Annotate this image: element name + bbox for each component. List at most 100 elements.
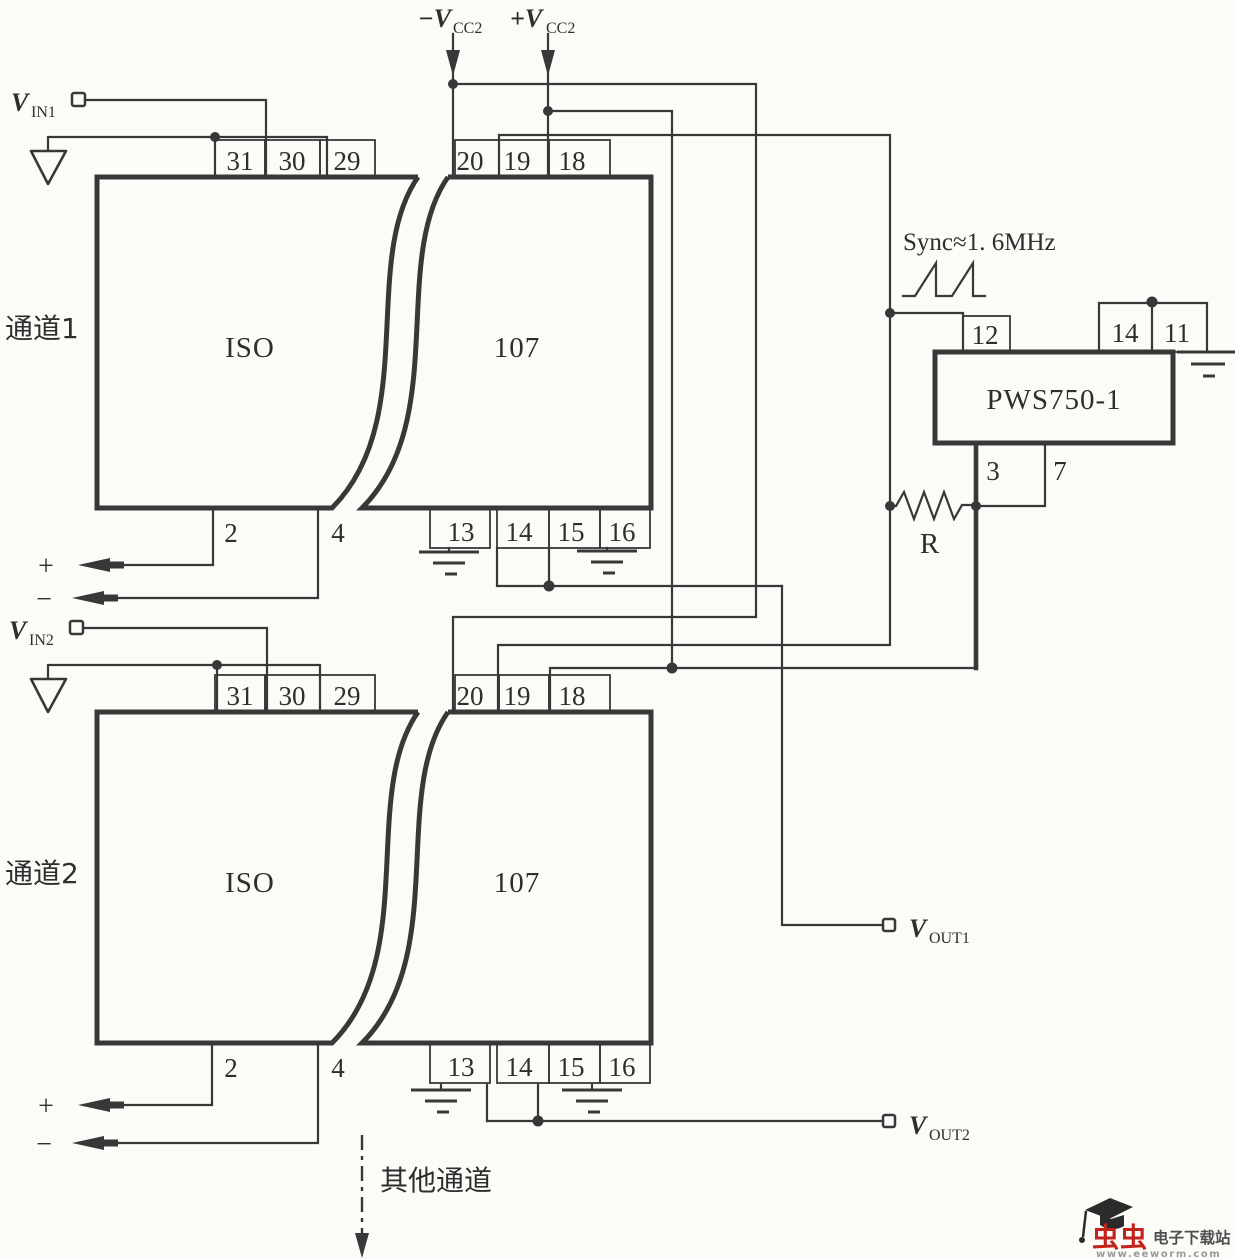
- iso-section-channel2: [94, 709, 421, 1046]
- pin-16: 16: [609, 517, 636, 547]
- wire-plus-1: [104, 506, 215, 567]
- other-channels-label: 其他通道: [380, 1164, 492, 1197]
- arrow-minus-2: [72, 1136, 104, 1150]
- pin-cells: [214, 139, 1208, 1084]
- pin-11: 11: [1164, 318, 1190, 348]
- ground-symbols: [411, 350, 1235, 1114]
- pws750-block: [932, 349, 1176, 446]
- wires: [46, 32, 1209, 1145]
- wire-vcc-pos-route: [546, 109, 674, 670]
- resistor-label: R: [920, 528, 940, 560]
- watermark-brand: 虫虫: [1092, 1223, 1148, 1254]
- 107-label-1: 107: [494, 332, 541, 364]
- ground-triangle-vin2: [29, 677, 68, 714]
- pin-29: 29: [334, 681, 361, 711]
- minus-label-2: −: [36, 1129, 52, 1160]
- 107-section-channel1: [355, 174, 654, 511]
- wire-pws-pin12: [888, 311, 965, 354]
- minus-label-1: −: [36, 584, 52, 615]
- sync-label: Sync≈1. 6MHz: [903, 229, 1056, 256]
- vout2-label: V: [909, 1111, 929, 1140]
- vin2-label: V: [9, 616, 29, 645]
- pin-13: 13: [448, 517, 475, 547]
- pins-block1: 31 30 29 20 19 18 2 4 13 14 15 16: [224, 146, 635, 548]
- pin-19: 19: [504, 146, 531, 176]
- resistor-r: [888, 488, 978, 523]
- pin-14: 14: [1112, 318, 1140, 348]
- plus-label-1: +: [38, 551, 54, 582]
- graduation-cap-icon: [1085, 1198, 1133, 1219]
- wire-vin1: [83, 98, 268, 179]
- iso-section-channel1: [94, 174, 421, 511]
- watermark-site: 电子下载站: [1153, 1228, 1231, 1247]
- ground-2-pin13: [411, 1088, 471, 1114]
- wire-gnd-rail-2: [46, 663, 322, 714]
- wire-plus-2: [104, 1041, 214, 1107]
- ground-1-pin16: [577, 549, 637, 575]
- pin-15: 15: [558, 1052, 585, 1082]
- wire-vcc-neg-route: [451, 82, 758, 714]
- terminal-connectors: [68, 91, 897, 1129]
- pws750-label: PWS750-1: [986, 384, 1121, 416]
- channel2-label: 通道2: [5, 857, 79, 890]
- 107-label-2: 107: [494, 867, 541, 899]
- arrow-other-channels: [355, 1233, 369, 1258]
- arrowheads: [72, 50, 555, 1258]
- input-ground-triangles: [29, 149, 68, 714]
- block-outlines: [94, 174, 1176, 1046]
- vout2-terminal: [881, 1113, 897, 1129]
- pins-pws: 12 14 11 3 7: [972, 318, 1191, 486]
- pin-20: 20: [457, 681, 484, 711]
- pin-30: 30: [279, 146, 306, 176]
- ground-triangle-vin1: [29, 149, 68, 186]
- pin-19: 19: [504, 681, 531, 711]
- pin-30: 30: [279, 681, 306, 711]
- pin-4: 4: [331, 1053, 345, 1083]
- wire-pin14-loop-1: [495, 546, 784, 588]
- pin-16: 16: [609, 1052, 636, 1082]
- vin1-label: V: [11, 88, 31, 117]
- vin2-sub: IN2: [29, 632, 54, 649]
- vcc-neg-sub: CC2: [453, 20, 482, 37]
- graduation-cap-crown: [1100, 1214, 1124, 1230]
- pin-31: 31: [227, 681, 254, 711]
- pin-15: 15: [558, 517, 585, 547]
- watermark-logo: 虫虫 电子下载站 www.eeworm.com: [1079, 1198, 1231, 1259]
- vin2-terminal: [68, 619, 85, 636]
- vin1-sub: IN1: [31, 104, 56, 121]
- vcc-pos-sub: CC2: [546, 20, 575, 37]
- ground-pws: [1177, 350, 1235, 378]
- pins-block2: 31 30 29 20 19 18 2 4 13 14 15 16: [224, 681, 635, 1083]
- wire-sync-route: [496, 133, 892, 714]
- sync-waveform: [901, 259, 987, 298]
- arrow-plus-1: [78, 558, 110, 572]
- wire-vout1: [780, 584, 885, 927]
- pin-13: 13: [448, 1052, 475, 1082]
- pin-14: 14: [506, 1052, 534, 1082]
- wire-pin14-loop-2: [485, 1083, 540, 1123]
- vout1-label: V: [909, 914, 929, 943]
- pin-31: 31: [227, 146, 254, 176]
- pin-12: 12: [972, 320, 999, 350]
- pin-7: 7: [1053, 456, 1067, 486]
- pin-4: 4: [331, 518, 345, 548]
- iso-label-2: ISO: [225, 867, 275, 899]
- pin-2: 2: [224, 1053, 238, 1083]
- pin-18: 18: [559, 146, 586, 176]
- vout1-terminal: [881, 917, 897, 933]
- ground-2-pin16: [562, 1088, 622, 1114]
- arrow-vcc-neg: [446, 50, 460, 76]
- wire-minus-1: [98, 506, 320, 600]
- vin1-terminal: [70, 91, 87, 108]
- vcc-pos-label: +V: [510, 4, 545, 33]
- 107-section-channel2: [355, 709, 654, 1046]
- wire-pws-pin7: [974, 441, 1047, 508]
- ground-1-pin13: [419, 550, 479, 576]
- pin-18: 18: [559, 681, 586, 711]
- pin-3: 3: [986, 456, 1000, 486]
- arrow-vcc-pos: [541, 50, 555, 76]
- junction-dots: [210, 79, 1158, 1127]
- iso-label-1: ISO: [225, 332, 275, 364]
